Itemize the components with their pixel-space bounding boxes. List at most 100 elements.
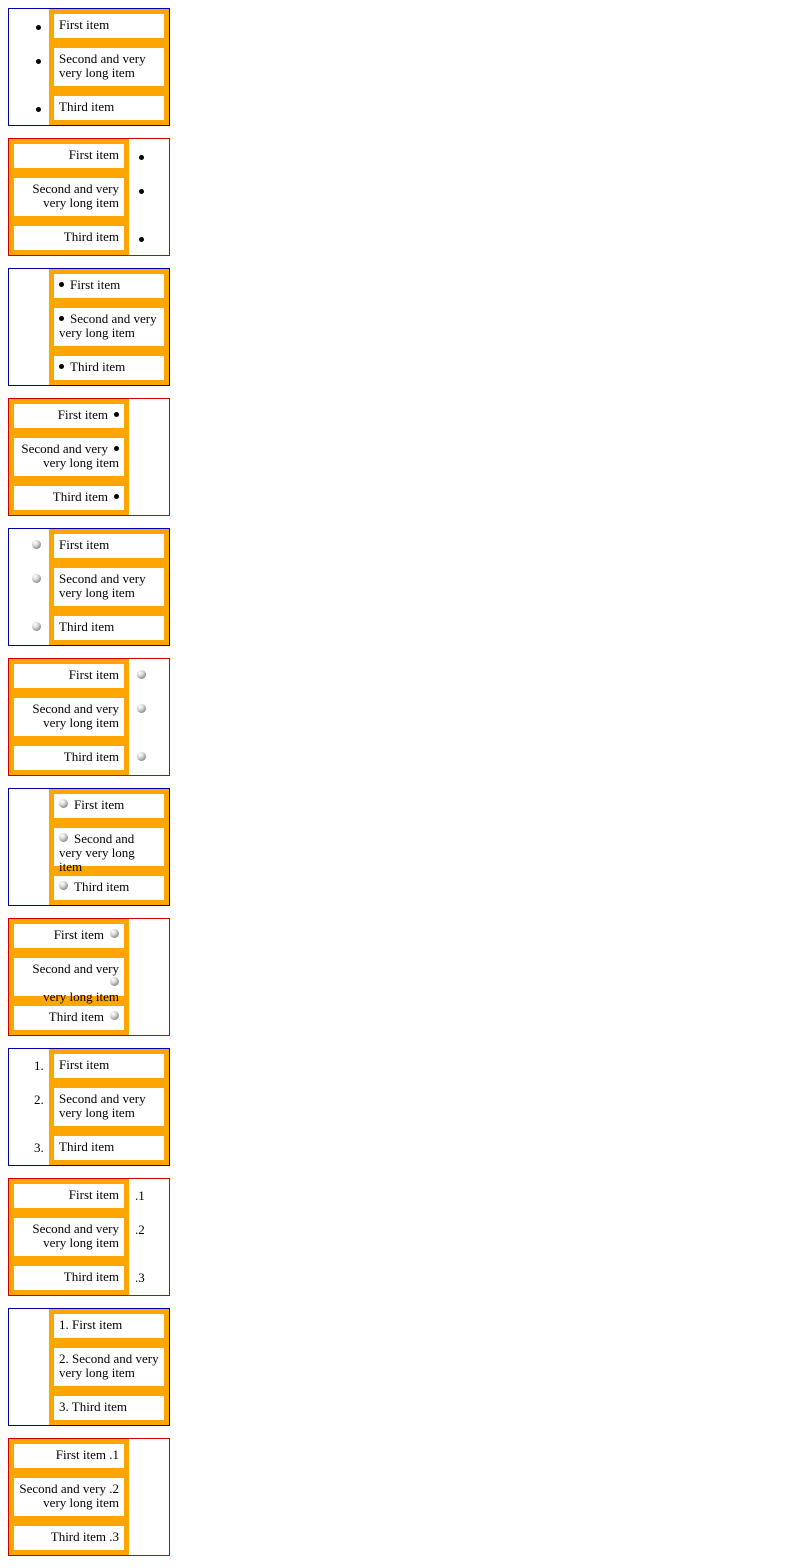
list-item: Second and very very long item	[54, 1088, 164, 1126]
item-label: First item	[72, 1317, 123, 1332]
list-column: 1. First item 2. Second and very very lo…	[49, 1309, 169, 1425]
item-label: Third item	[50, 1529, 106, 1544]
list-item: Second and very very long item	[54, 568, 164, 606]
item-label-line: very long item	[43, 455, 119, 470]
list-item: First item	[14, 924, 124, 948]
list-ltr-image-inside: First item Second and very very long ite…	[8, 788, 170, 906]
list-ltr-image-outside: First item Second and very very long ite…	[8, 528, 170, 646]
list-column: First item Second and very very long ite…	[49, 1049, 169, 1165]
bullet-dot-icon	[139, 155, 144, 160]
sphere-icon	[59, 799, 68, 808]
item-label: First item	[59, 1057, 110, 1072]
list-rtl-image-outside: First item Second and very very long ite…	[8, 658, 170, 776]
list-item: Second and very very long item	[54, 308, 164, 346]
bullet-dot-icon	[36, 59, 41, 64]
bullet-dot-icon	[114, 412, 119, 417]
list-rtl-disc-outside: First item Second and very very long ite…	[8, 138, 170, 256]
list-item: Third item	[14, 226, 124, 250]
sphere-icon	[32, 622, 41, 631]
list-number: .3	[135, 1270, 145, 1285]
list-number: .1	[135, 1188, 145, 1203]
list-item: Third item	[54, 356, 164, 380]
list-item: Third item	[14, 486, 124, 510]
item-label: First item	[74, 797, 125, 812]
list-item: Second and very very long item	[14, 178, 124, 216]
list-item: Third item	[54, 96, 164, 120]
item-label-line: very long item	[43, 1495, 119, 1510]
sphere-icon	[110, 929, 119, 938]
sphere-icon	[110, 1011, 119, 1020]
list-item: First item .1	[14, 1444, 124, 1468]
list-item: Second and very very long item	[54, 828, 164, 874]
list-number: .1	[109, 1447, 119, 1462]
item-label: First item	[70, 277, 121, 292]
list-number: 1.	[59, 1317, 69, 1332]
sphere-icon	[32, 540, 41, 549]
item-label: First item	[55, 1447, 106, 1462]
list-item: Third item	[54, 1136, 164, 1160]
list-column: First item Second and very very long ite…	[9, 1179, 129, 1295]
list-item: First item	[54, 1054, 164, 1078]
item-label: Second and very very long item	[59, 831, 135, 874]
item-label-line: very long item	[43, 989, 119, 1004]
bullet-dot-icon	[59, 316, 64, 321]
item-label: Second and very very long item	[59, 571, 146, 600]
list-item: 2. Second and very very long item	[54, 1348, 164, 1386]
item-label: First item	[59, 537, 110, 552]
item-label: First item	[68, 147, 119, 162]
list-item: Second and very very long item	[14, 1218, 124, 1256]
sphere-icon	[137, 752, 146, 761]
list-item: Third item .3	[14, 1526, 124, 1550]
list-column: First item Second and very very long ite…	[49, 9, 169, 125]
item-label: Third item	[71, 1399, 128, 1414]
list-number: .2	[109, 1481, 119, 1496]
list-item: First item	[54, 14, 164, 38]
list-item: Third item	[54, 616, 164, 640]
list-number: 3.	[34, 1140, 44, 1155]
item-label: Second and very very long item	[32, 701, 119, 730]
item-label: First item	[68, 1187, 119, 1202]
item-label: First item	[53, 927, 104, 942]
item-label: Third item	[52, 489, 108, 504]
list-number: 1.	[34, 1058, 44, 1073]
item-label: Third item	[70, 359, 126, 374]
item-label: Third item	[63, 749, 119, 764]
list-item: First item	[54, 534, 164, 558]
list-column: First item Second and very very long ite…	[9, 659, 129, 775]
bullet-dot-icon	[59, 282, 64, 287]
list-column: First item Second and very very long ite…	[49, 269, 169, 385]
list-number: 3.	[59, 1399, 69, 1414]
list-item: Third item	[14, 1006, 124, 1030]
item-label: Third item	[63, 229, 119, 244]
item-label: Third item	[48, 1009, 104, 1024]
item-label: First item	[59, 17, 110, 32]
list-item: First item	[14, 144, 124, 168]
sphere-icon	[59, 833, 68, 842]
item-label-line: Second and very	[21, 441, 108, 456]
bullet-dot-icon	[36, 107, 41, 112]
bullet-dot-icon	[114, 494, 119, 499]
list-ltr-decimal-inside: 1. First item 2. Second and very very lo…	[8, 1308, 170, 1426]
bullet-dot-icon	[59, 364, 64, 369]
list-item: Third item	[14, 1266, 124, 1290]
bullet-dot-icon	[36, 25, 41, 30]
list-number: .3	[109, 1529, 119, 1544]
list-ltr-decimal-outside: 1. 2. 3. First item Second and very very…	[8, 1048, 170, 1166]
item-label: Third item	[59, 619, 115, 634]
list-item: Third item	[14, 746, 124, 770]
list-item: First item	[14, 664, 124, 688]
item-label: Second and very very long item	[59, 1091, 146, 1120]
list-number: 2.	[34, 1092, 44, 1107]
list-item: Second and very very long item	[54, 48, 164, 86]
sphere-icon	[137, 670, 146, 679]
list-item: 3. Third item	[54, 1396, 164, 1420]
sphere-icon	[59, 881, 68, 890]
list-item: 1. First item	[54, 1314, 164, 1338]
list-item: First item	[14, 1184, 124, 1208]
